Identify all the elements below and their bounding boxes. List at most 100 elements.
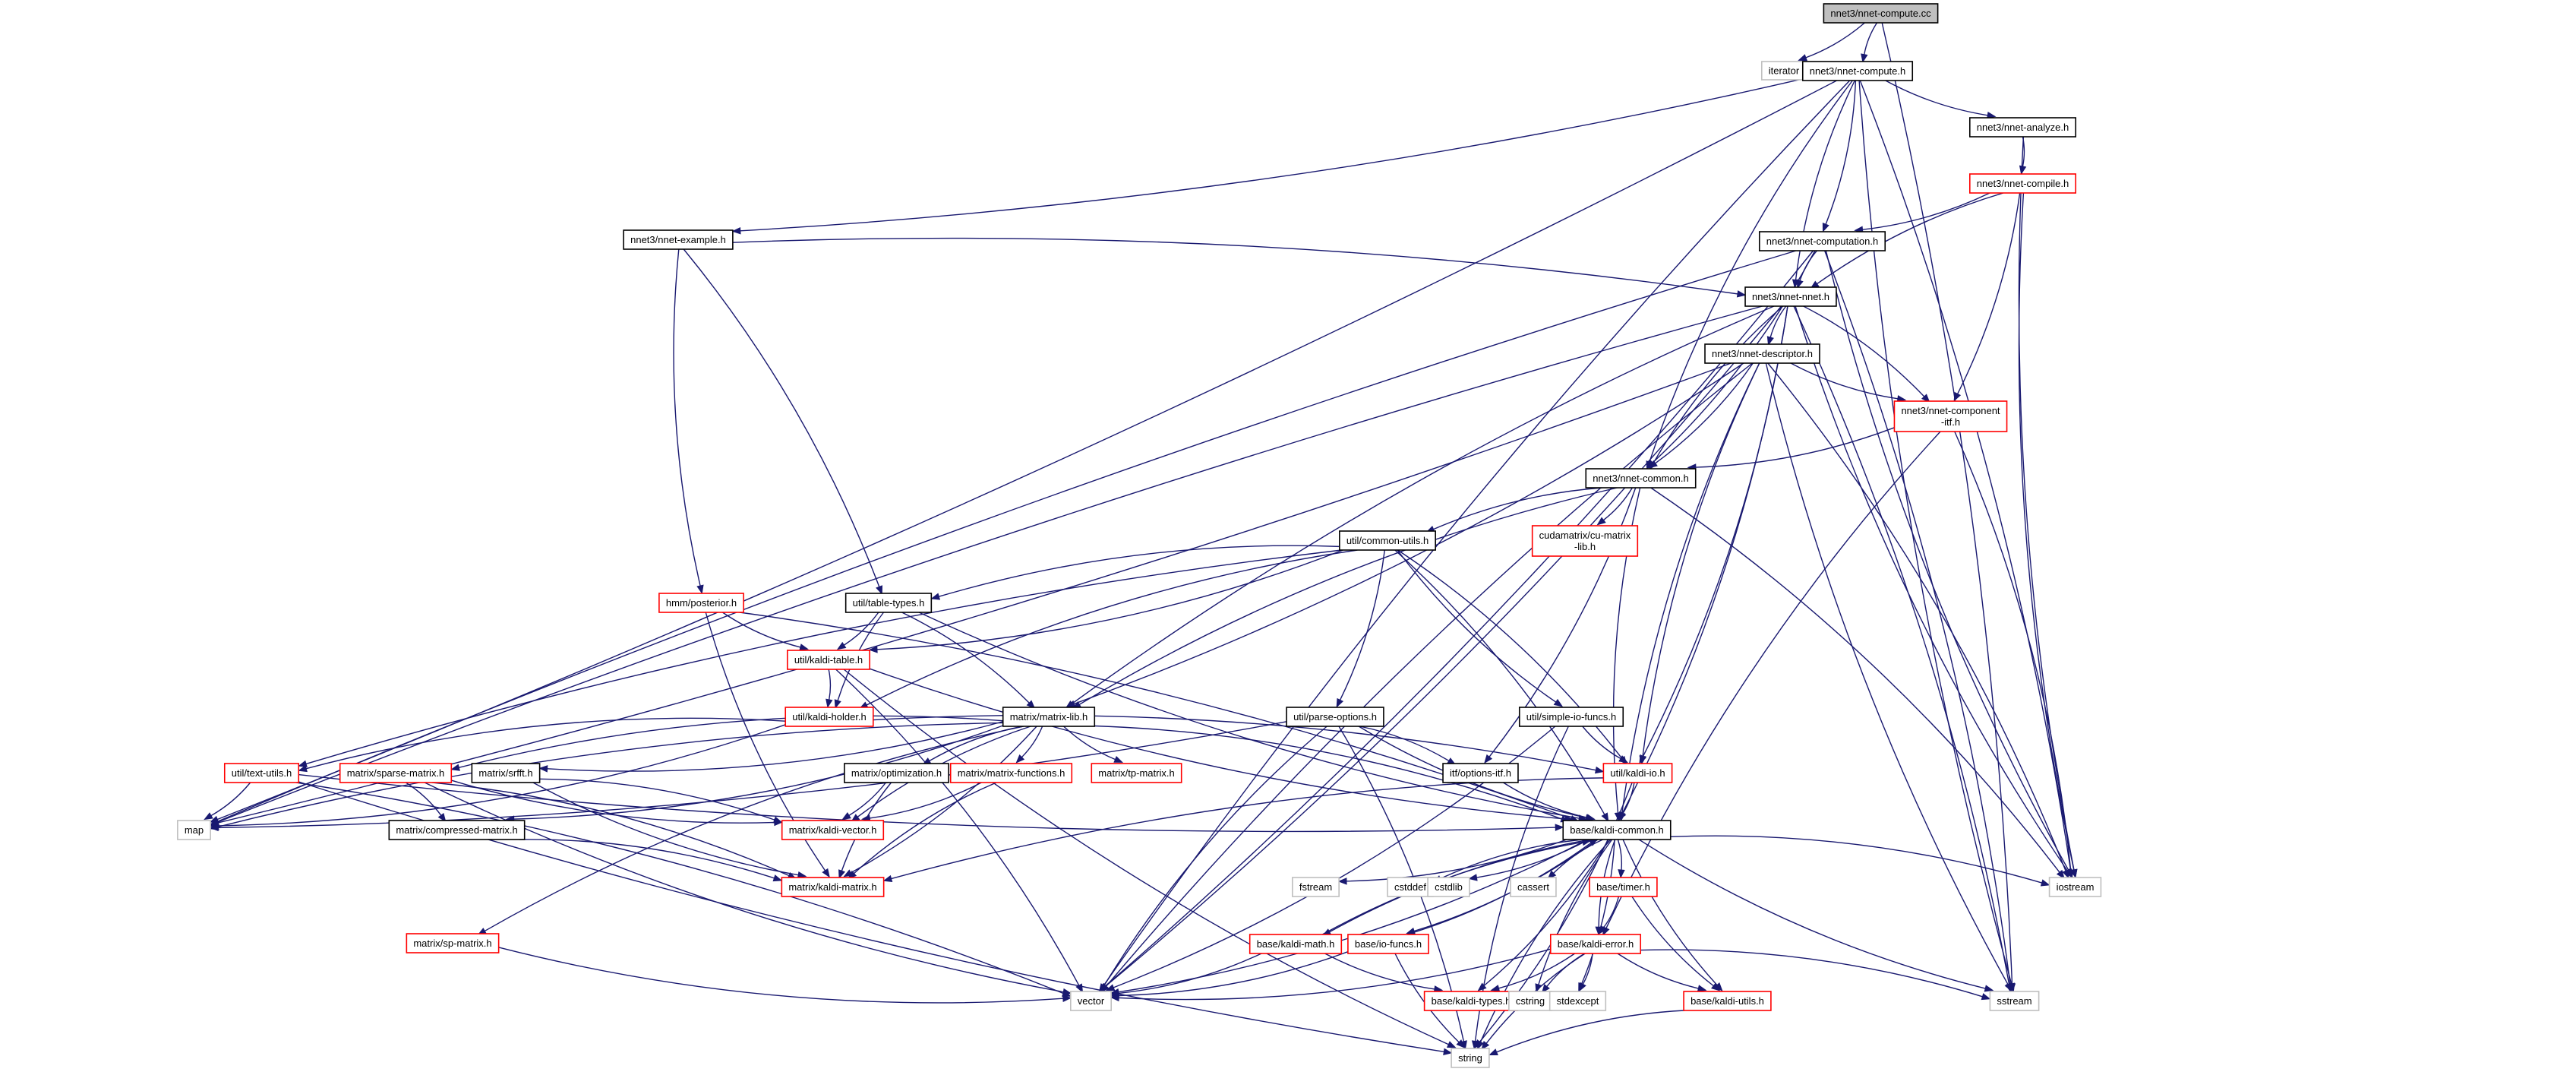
arrowhead-icon [1468,874,1478,881]
node-sparse-matrix-h[interactable]: matrix/sparse-matrix.h [339,763,453,783]
edge-line [835,669,1080,986]
node-common-h[interactable]: nnet3/nnet-common.h [1585,468,1697,489]
edge-kaldi_common_h-to-cstdlib [1468,839,1589,881]
node-box [1823,3,1939,24]
node-matrix-functions-h[interactable]: matrix/matrix-functions.h [949,763,1073,783]
node-box [1091,763,1182,783]
edge-line [2018,192,2075,871]
arrowhead-icon [1618,811,1627,821]
node-label: matrix/matrix-functions.h [958,767,1065,779]
node-sp-matrix-h[interactable]: matrix/sp-matrix.h [406,933,500,953]
arrowhead-icon [204,812,213,821]
node-computation-h[interactable]: nnet3/nnet-computation.h [1758,231,1886,251]
node-parse-options-h[interactable]: util/parse-options.h [1286,707,1384,727]
edge-text_utils_h-to-map [204,782,251,821]
edge-posterior_h-to-kaldi_table_h [722,612,809,651]
node-label: nnet3/nnet-compile.h [1977,178,2069,189]
node-table-types-h[interactable]: util/table-types.h [844,593,933,613]
node-kaldi-table-h[interactable]: util/kaldi-table.h [787,650,870,670]
node-text-utils-h[interactable]: util/text-utils.h [223,763,300,783]
node-label: nnet3/nnet-computation.h [1766,236,1878,247]
node-cu-matrix-lib-h[interactable]: cudamatrix/cu-matrix-lib.h [1531,525,1639,557]
edge-line [2018,136,2075,871]
edge-line [1538,839,1613,985]
node-compile-h[interactable]: nnet3/nnet-compile.h [1968,173,2077,194]
arrowhead-icon [731,227,741,235]
edge-computation_h-to-iostream [1825,250,2073,878]
arrowhead-icon [1648,460,1658,469]
node-kaldi-error-h[interactable]: base/kaldi-error.h [1549,934,1642,954]
edge-line [1479,839,1612,1042]
edge-srfft_h-to-kaldi_vector_h [539,778,783,824]
node-kaldi-utils-h[interactable]: base/kaldi-utils.h [1683,991,1772,1011]
node-tp-matrix-h[interactable]: matrix/tp-matrix.h [1091,763,1182,783]
node-common-utils-h[interactable]: util/common-utils.h [1339,530,1436,551]
edge-line [1546,953,1586,987]
arrowhead-icon [1110,994,1119,1002]
edge-line [1695,427,1895,468]
edge-line [217,724,786,827]
edge-line [210,782,251,817]
node-stdexcept: stdexcept [1548,991,1607,1011]
arrowhead-icon [298,764,308,773]
edge-line [1617,953,1699,989]
edge-line [918,612,1580,819]
node-box [949,763,1073,783]
edge-kaldi_utils_h-to-string [1488,1010,1685,1056]
arrowhead-icon [882,874,893,883]
node-posterior-h[interactable]: hmm/posterior.h [658,593,744,613]
node-compressed-matrix-h[interactable]: matrix/compressed-matrix.h [388,820,526,840]
node-nnet-h[interactable]: nnet3/nnet-nnet.h [1744,286,1837,307]
edge-kaldi_error_h-to-cstring [1541,953,1586,994]
node-timer-h[interactable]: base/timer.h [1589,877,1658,897]
node-io-funcs-h[interactable]: base/io-funcs.h [1347,934,1429,954]
node-compute-h[interactable]: nnet3/nnet-compute.h [1801,61,1914,81]
node-label: fstream [1299,881,1332,893]
node-kaldi-matrix-h[interactable]: matrix/kaldi-matrix.h [781,877,885,897]
node-options-itf-h[interactable]: itf/options-itf.h [1442,763,1519,783]
edge-line [1805,22,1865,59]
node-box [1510,877,1557,897]
edge-line [1957,192,2021,394]
edge-line [1670,835,2042,884]
node-box [1249,934,1343,954]
arrowhead-icon [1796,279,1804,289]
node-label: matrix/tp-matrix.h [1098,767,1174,779]
node-label: nnet3/nnet-nnet.h [1752,291,1829,302]
node-kaldi-types-h[interactable]: base/kaldi-types.h [1423,991,1519,1011]
edge-line [305,549,1342,765]
node-descriptor-h[interactable]: nnet3/nnet-descriptor.h [1704,343,1820,364]
edge-kaldi_error_h-to-stdexcept [1578,953,1593,992]
node-box [1442,763,1519,783]
edge-kaldi_holder_h-to-text_utils_h [298,717,786,773]
arrowhead-icon [1578,982,1586,992]
node-optimization-h[interactable]: matrix/optimization.h [844,763,949,783]
edge-kaldi_table_h-to-kaldi_holder_h [826,669,833,709]
node-kaldi-holder-h[interactable]: util/kaldi-holder.h [784,707,874,727]
node-root[interactable]: nnet3/nnet-compute.cc [1823,3,1939,24]
edge-line [1105,305,1782,987]
edge-kaldi_error_h-to-sstream [1640,949,1991,1001]
arrowhead-icon [1476,1040,1484,1051]
node-kaldi-math-h[interactable]: base/kaldi-math.h [1249,934,1343,954]
node-component-itf-h[interactable]: nnet3/nnet-component-itf.h [1893,400,2008,432]
node-label: matrix/kaldi-matrix.h [788,881,876,893]
node-label: base/kaldi-utils.h [1690,995,1764,1007]
node-kaldi-io-h[interactable]: util/kaldi-io.h [1602,763,1673,783]
edge-line [1621,305,1788,814]
edge-compute_h-to-computation_h [1822,80,1857,232]
edge-line [498,947,1063,1004]
node-kaldi-common-h[interactable]: base/kaldi-common.h [1562,820,1672,840]
node-kaldi-vector-h[interactable]: matrix/kaldi-vector.h [781,820,885,840]
node-simple-io-funcs-h[interactable]: util/simple-io-funcs.h [1518,707,1624,727]
edge-common_h-to-cu_matrix_lib_h [1596,487,1633,526]
node-example-h[interactable]: nnet3/nnet-example.h [623,229,734,250]
edge-line [1605,431,1941,928]
arrowhead-icon [2056,869,2065,880]
edge-text_utils_h-to-vector [295,782,1072,997]
node-matrix-lib-h[interactable]: matrix/matrix-lib.h [1002,707,1096,727]
edge-line [870,782,982,819]
node-analyze-h[interactable]: nnet3/nnet-analyze.h [1968,117,2077,138]
edge-nnet_h-to-iostream [1795,305,2072,878]
node-srfft-h[interactable]: matrix/srfft.h [471,763,541,783]
